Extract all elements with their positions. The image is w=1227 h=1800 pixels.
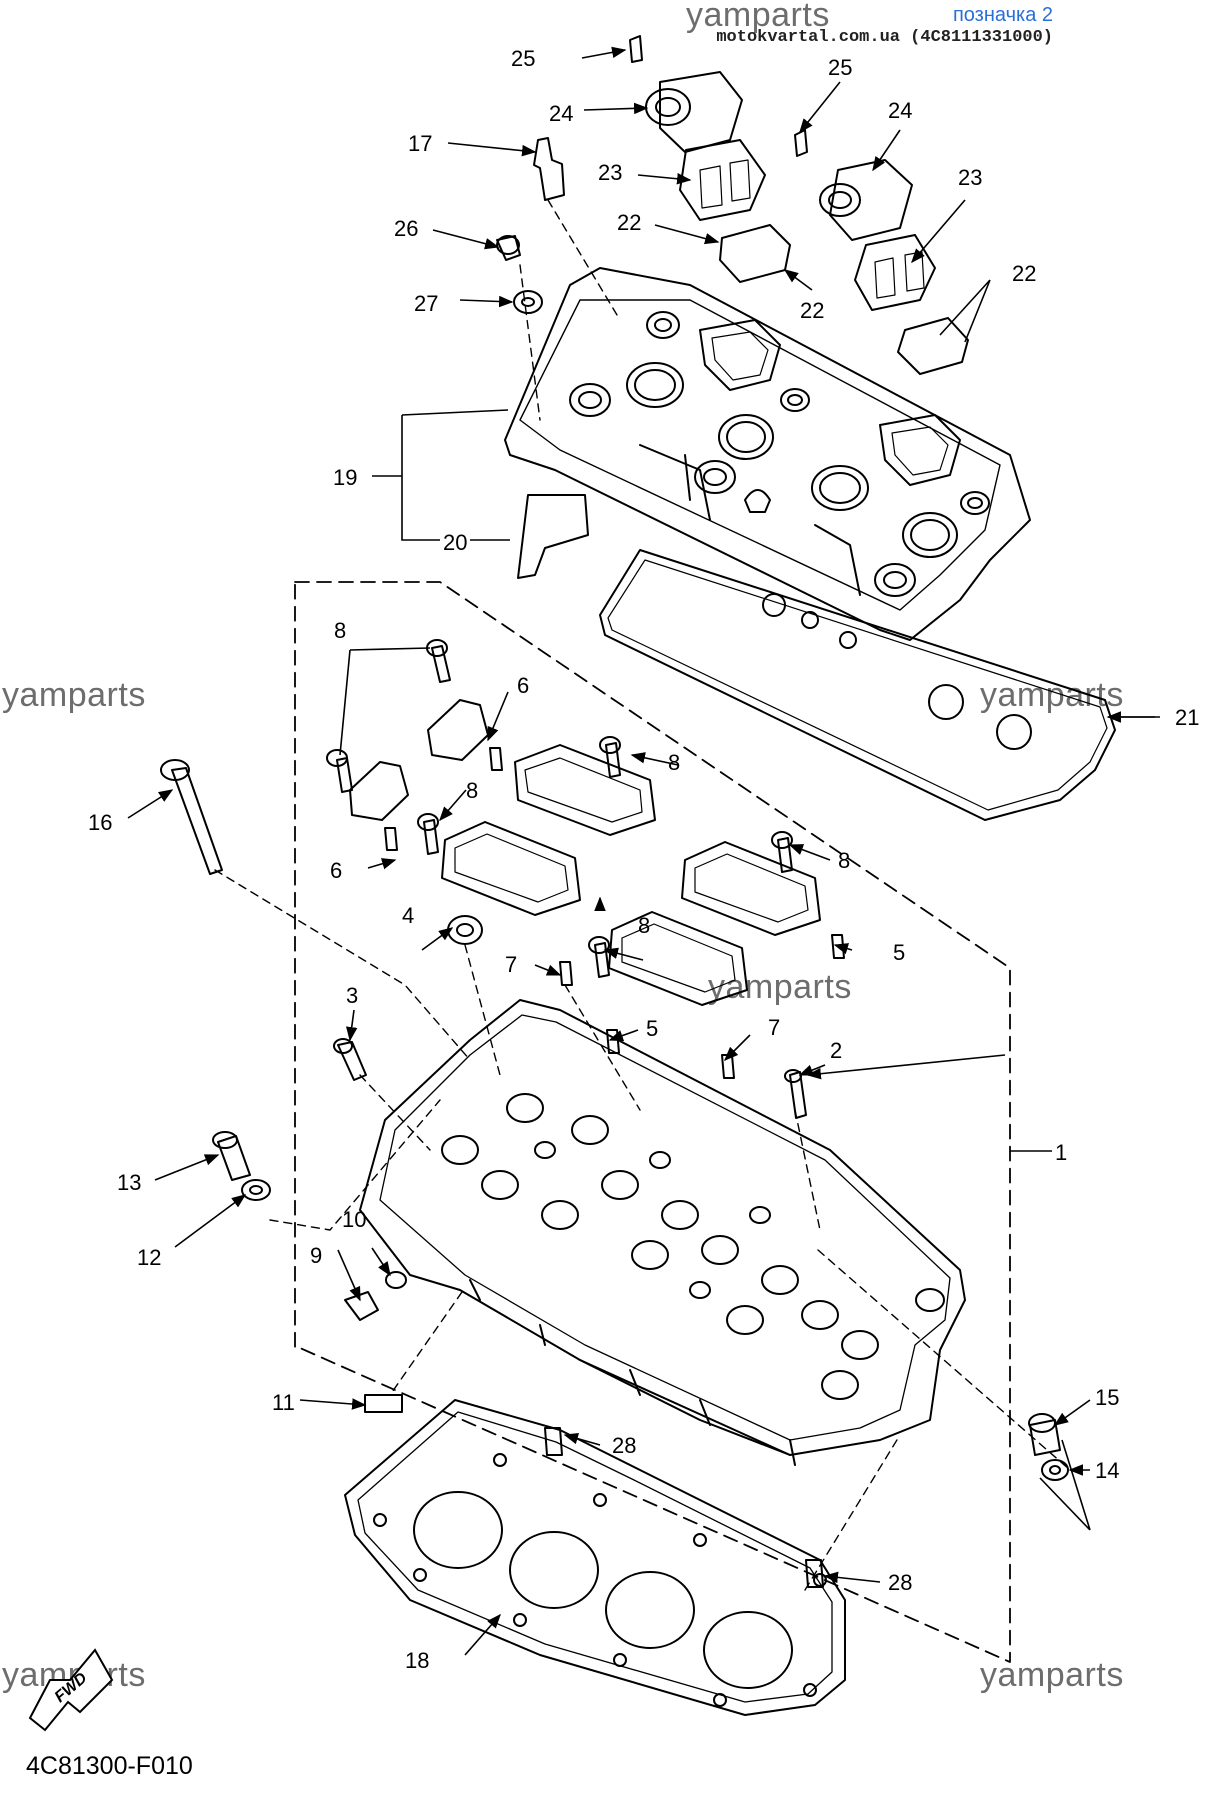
washer-10 xyxy=(385,1271,407,1289)
callout-18: 18 xyxy=(405,1648,429,1673)
dowel-28b xyxy=(805,1559,824,1588)
callout-22b: 22 xyxy=(800,298,824,323)
callout-25a: 25 xyxy=(511,46,535,71)
plug-4 xyxy=(447,915,483,945)
bolt-9 xyxy=(344,1291,379,1321)
callout-15: 15 xyxy=(1095,1385,1119,1410)
callout-8b: 8 xyxy=(668,750,680,775)
callout-6a: 6 xyxy=(517,673,529,698)
callout-24b: 24 xyxy=(888,98,912,123)
callout-7b: 7 xyxy=(768,1015,780,1040)
leader-19 xyxy=(372,409,509,541)
callout-22c: 22 xyxy=(1012,261,1036,286)
callout-20: 20 xyxy=(443,530,467,555)
callout-19: 19 xyxy=(333,465,357,490)
header-tag: позначка 2 motokvartal.com.ua (4C8111331… xyxy=(716,4,1053,47)
callout-5a: 5 xyxy=(893,940,905,965)
callout-27: 27 xyxy=(414,291,438,316)
callout-8d: 8 xyxy=(838,848,850,873)
plug-13 xyxy=(217,1135,251,1181)
callout-23a: 23 xyxy=(598,160,622,185)
plug-15 xyxy=(1029,1419,1061,1456)
stud-11 xyxy=(364,1394,403,1413)
callout-14: 14 xyxy=(1095,1458,1119,1483)
reed-valve-group-right xyxy=(794,129,969,375)
camshaft-caps xyxy=(326,639,845,1079)
fwd-arrow: FWD xyxy=(28,1648,114,1732)
callout-21: 21 xyxy=(1175,705,1199,730)
dowel-28a xyxy=(544,1427,563,1456)
callout-1: 1 xyxy=(1055,1140,1067,1165)
callout-28a: 28 xyxy=(612,1433,636,1458)
callout-4: 4 xyxy=(402,903,414,928)
leader-22c xyxy=(939,279,991,343)
callout-8c: 8 xyxy=(466,778,478,803)
callout-13: 13 xyxy=(117,1170,141,1195)
leader-8a xyxy=(339,647,431,756)
callout-11: 11 xyxy=(272,1390,295,1415)
spark-plug xyxy=(533,137,565,201)
stud-bolt-3 xyxy=(337,1041,367,1081)
cylinder-head xyxy=(359,999,966,1466)
callout-9: 9 xyxy=(310,1243,322,1268)
washer-14 xyxy=(1041,1459,1069,1481)
diagram-code: 4C81300-F010 xyxy=(26,1752,193,1780)
callout-10: 10 xyxy=(342,1207,366,1232)
reed-valve-group-left xyxy=(629,35,791,283)
cover-gasket xyxy=(599,549,1116,821)
cover-washer xyxy=(513,290,543,314)
callout-16: 16 xyxy=(88,810,112,835)
callout-6b: 6 xyxy=(330,858,342,883)
cover-plate xyxy=(517,494,589,579)
watermark: yamparts xyxy=(686,0,830,34)
callout-3: 3 xyxy=(346,983,358,1008)
watermark: yamparts xyxy=(708,968,852,1006)
washer-12 xyxy=(241,1179,271,1201)
callout-24a: 24 xyxy=(549,101,573,126)
leader-14-15 xyxy=(1039,1439,1091,1531)
tag-site: motokvartal.com.ua (4C8111331000) xyxy=(716,28,1053,47)
head-bolt xyxy=(171,767,223,875)
cylinder-head-cover xyxy=(504,267,1031,641)
callout-22a: 22 xyxy=(617,210,641,235)
callout-8e: 8 xyxy=(638,913,650,938)
callout-7a: 7 xyxy=(505,952,517,977)
assembly-dashed-box xyxy=(294,581,1011,1663)
callout-23b: 23 xyxy=(958,165,982,190)
stud-bolt-2 xyxy=(789,1071,807,1119)
callout-5b: 5 xyxy=(646,1016,658,1041)
callout-25b: 25 xyxy=(828,55,852,80)
tag-link[interactable]: позначка 2 xyxy=(952,4,1053,26)
callout-28b: 28 xyxy=(888,1570,912,1595)
callout-17: 17 xyxy=(408,131,432,156)
watermark: yamparts xyxy=(2,676,146,714)
cylinder-head-gasket xyxy=(344,1399,846,1716)
watermark: yamparts xyxy=(980,1656,1124,1694)
callout-8a: 8 xyxy=(334,618,346,643)
callout-26: 26 xyxy=(394,216,418,241)
callout-12: 12 xyxy=(137,1245,161,1270)
cover-gasket-inner xyxy=(607,559,1108,811)
callout-2: 2 xyxy=(830,1038,842,1063)
